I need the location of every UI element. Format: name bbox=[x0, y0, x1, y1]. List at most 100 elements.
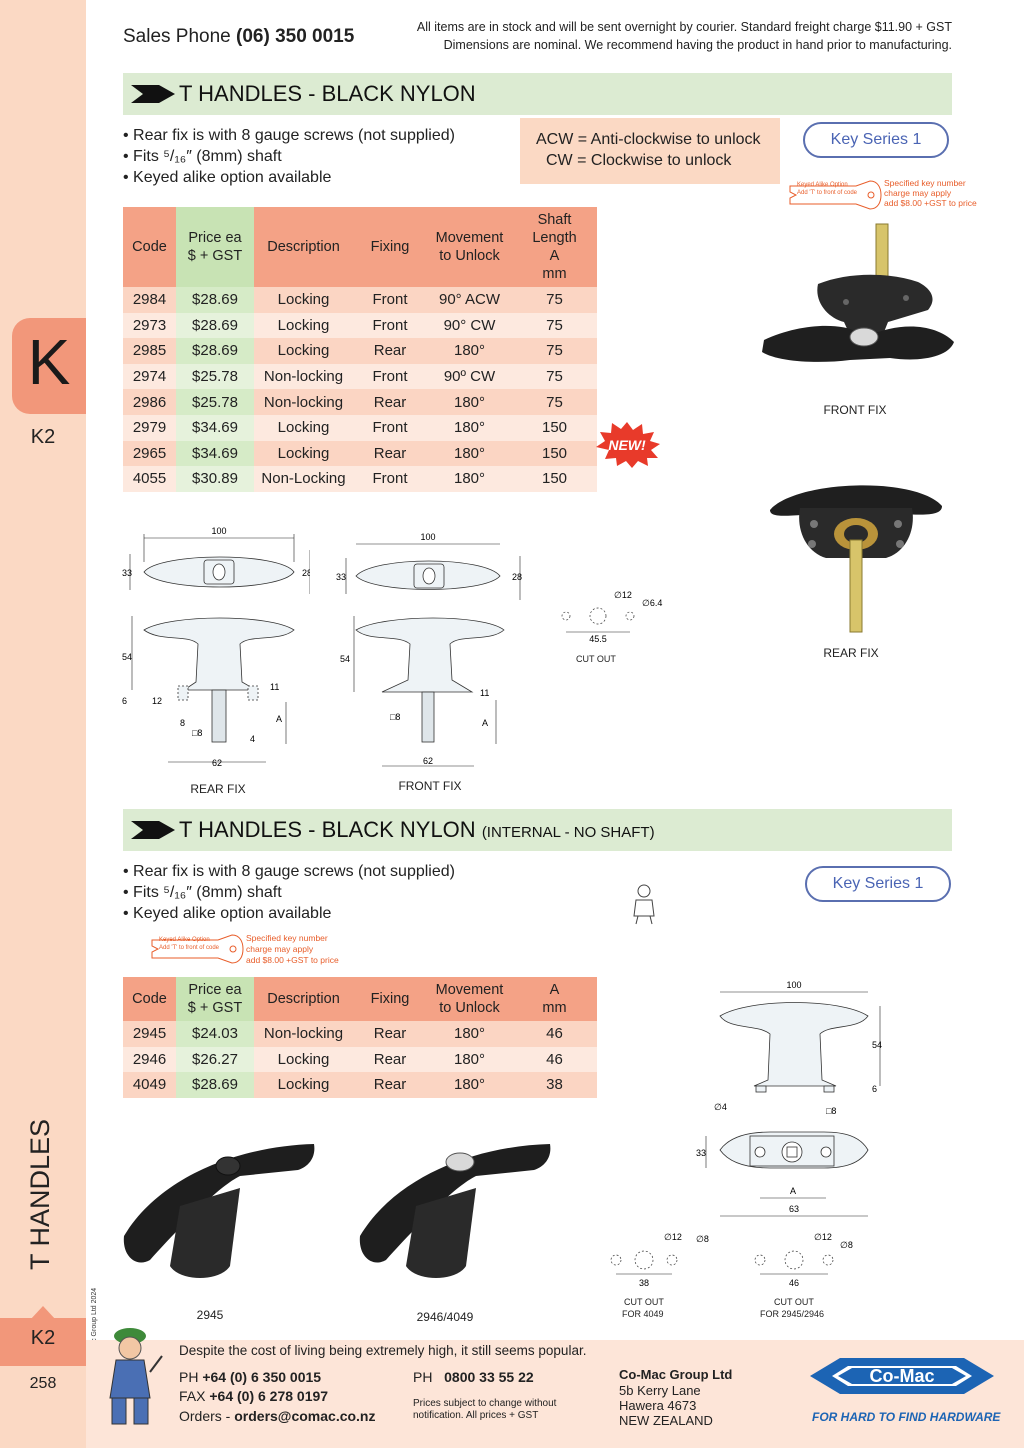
table-cell: Front bbox=[353, 312, 427, 339]
table-cell: Non-locking bbox=[254, 1021, 353, 1047]
product-table-1: Code Price ea$ + GST Description Fixing … bbox=[123, 207, 597, 492]
rear-fix-drawing: 100 33 28 54 6 12 11 8 □8 4 A 62 bbox=[122, 526, 310, 768]
dim-height: 12 bbox=[152, 696, 162, 706]
table-cell: Locking bbox=[254, 287, 353, 313]
sidebar-title-text: T HANDLES bbox=[25, 1118, 55, 1270]
table-cell: 4049 bbox=[123, 1072, 176, 1098]
table-cell: 2986 bbox=[123, 389, 176, 415]
table-cell: 2965 bbox=[123, 440, 176, 467]
key-note-line: charge may apply bbox=[884, 188, 952, 198]
table-cell: Non-locking bbox=[254, 363, 353, 390]
table-cell: Locking bbox=[254, 1046, 353, 1073]
dim-height: 54 bbox=[122, 652, 132, 662]
dim-label: A bbox=[482, 718, 488, 728]
col-header: Fixing bbox=[353, 977, 427, 1021]
product-table-2: Code Price ea$ + GST Description Fixing … bbox=[123, 977, 597, 1098]
comac-logo[interactable]: Co-Mac bbox=[810, 1352, 994, 1400]
key-series-button[interactable]: Key Series 1 bbox=[805, 866, 951, 902]
footer-fax-label: FAX bbox=[179, 1388, 206, 1404]
table-cell: Front bbox=[353, 287, 427, 313]
table-cell: Non-locking bbox=[254, 389, 353, 415]
table-cell: 180° bbox=[427, 1072, 512, 1098]
cutout-4049-drawing: ∅12 ∅8 38 bbox=[610, 1232, 709, 1288]
table-cell: $28.69 bbox=[176, 287, 254, 313]
table-cell: $25.78 bbox=[176, 389, 254, 415]
footer-phone2: PH 0800 33 55 22 bbox=[413, 1369, 534, 1385]
arrow-icon bbox=[131, 821, 175, 839]
cutout-2945-drawing: ∅12 ∅8 46 bbox=[754, 1232, 853, 1288]
keyed-alike-sub: Add 'T' to front of code bbox=[797, 190, 857, 196]
dim-label: A bbox=[276, 714, 282, 724]
dim-width: 100 bbox=[786, 980, 801, 990]
table-cell: Rear bbox=[353, 389, 427, 415]
front-fix-caption: FRONT FIX bbox=[823, 403, 887, 417]
table-cell: 180° bbox=[427, 466, 512, 492]
table-cell: 180° bbox=[427, 1046, 512, 1073]
mascot-small-icon bbox=[633, 884, 655, 925]
col-header: Price ea$ + GST bbox=[176, 977, 254, 1021]
table-cell: 180° bbox=[427, 440, 512, 467]
section1-bullet: • Keyed alike option available bbox=[123, 169, 332, 186]
footer-company: Co-Mac Group Ltd bbox=[619, 1367, 733, 1382]
cutout-2945-sub: FOR 2945/2946 bbox=[760, 1309, 825, 1319]
dim-square: □8 bbox=[192, 728, 202, 738]
dim-circle: ∅4 bbox=[714, 1102, 727, 1112]
dim-width: 8 bbox=[180, 718, 185, 728]
table-cell: Rear bbox=[353, 1072, 427, 1098]
unlock-legend: ACW = Anti-clockwise to unlock CW = Cloc… bbox=[520, 118, 780, 184]
handle-2945-photo bbox=[123, 1144, 315, 1278]
table-cell: 90° ACW bbox=[427, 287, 512, 313]
new-badge-icon: NEW! bbox=[596, 422, 660, 468]
handle-2946-photo bbox=[359, 1144, 551, 1278]
dim-height: 54 bbox=[340, 654, 350, 664]
front-fix-drawing-caption: FRONT FIX bbox=[398, 779, 462, 793]
col-header: Fixing bbox=[353, 207, 427, 287]
table-cell: $28.69 bbox=[176, 1072, 254, 1098]
cutout-2945-caption: CUT OUT bbox=[774, 1297, 814, 1307]
photo-2945-caption: 2945 bbox=[196, 1308, 224, 1322]
keyed-alike-sub: Add 'T' to front of code bbox=[159, 945, 219, 951]
table-cell: Non-Locking bbox=[254, 466, 353, 492]
dim-height: 54 bbox=[872, 1040, 882, 1050]
key-series-button[interactable]: Key Series 1 bbox=[803, 122, 949, 158]
footer-phone2-number[interactable]: 0800 33 55 22 bbox=[444, 1369, 534, 1385]
section1-title: T HANDLES - BLACK NYLON bbox=[179, 81, 476, 106]
table-cell: $34.69 bbox=[176, 414, 254, 441]
table-cell: 2974 bbox=[123, 363, 176, 390]
table-cell: Locking bbox=[254, 312, 353, 339]
sales-phone-label: Sales Phone bbox=[123, 26, 231, 47]
dim-width: 62 bbox=[212, 758, 222, 768]
photo-2946-caption: 2946/4049 bbox=[416, 1310, 474, 1324]
table-cell: 2985 bbox=[123, 338, 176, 364]
key-note-line: Specified key number bbox=[884, 178, 966, 188]
footer-orders-email[interactable]: orders@comac.co.nz bbox=[234, 1408, 376, 1424]
cutout-4049-sub: FOR 4049 bbox=[622, 1309, 664, 1319]
rear-fix-caption: REAR FIX bbox=[823, 646, 879, 660]
dim-width: 4 bbox=[250, 734, 255, 744]
dim-label: A bbox=[790, 1186, 796, 1196]
dim-height: 28 bbox=[302, 568, 310, 578]
table-cell: 150 bbox=[512, 466, 597, 492]
section-letter: K bbox=[27, 326, 71, 398]
cutout-drawing: ∅12 ∅6.4 45.5 bbox=[561, 590, 662, 644]
sales-phone-number[interactable]: (06) 350 0015 bbox=[236, 26, 355, 47]
section2-title-text: T HANDLES - BLACK NYLON bbox=[179, 817, 476, 842]
table-cell: 46 bbox=[512, 1021, 597, 1047]
dim-circle: ∅12 bbox=[664, 1232, 682, 1242]
mascot-icon bbox=[109, 1328, 163, 1425]
table-cell: Front bbox=[353, 363, 427, 390]
table-cell: 2973 bbox=[123, 312, 176, 339]
section2-bullet: • Fits ⁵/₁₆″ (8mm) shaft bbox=[123, 884, 282, 901]
footer-phone-number[interactable]: +64 (0) 6 350 0015 bbox=[202, 1369, 322, 1385]
dim-height: 11 bbox=[270, 682, 279, 692]
front-fix-drawing: 100 33 28 54 11 □8 A 62 bbox=[336, 532, 522, 767]
